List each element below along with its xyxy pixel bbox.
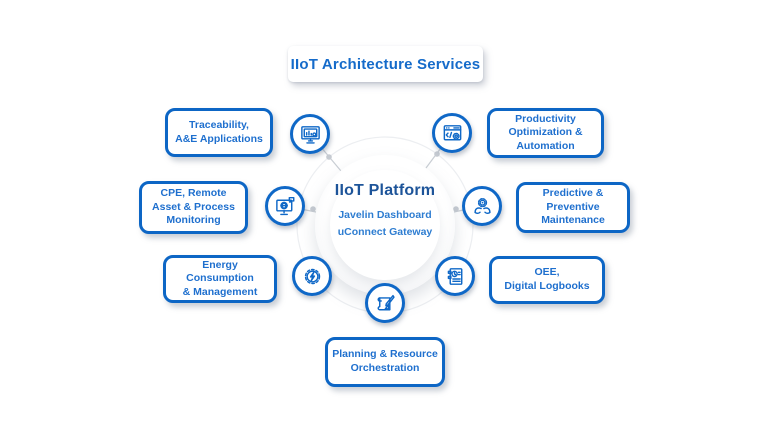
cpe-node [265,186,305,226]
platform-text: IIoT Platform Javelin Dashboard uConnect… [305,182,465,241]
predictive-box: Predictive & Preventive Maintenance [516,182,630,233]
gear-bolt-icon [301,265,324,288]
planning-box: Planning & Resource Orchestration [325,337,445,387]
traceability-node [290,114,330,154]
logbook-clock-icon [444,265,467,288]
monitor-globe-chat-icon [274,195,297,218]
page-title: IIoT Architecture Services [288,46,483,82]
browser-code-gear-icon [441,122,464,145]
oee-box: OEE, Digital Logbooks [489,256,605,304]
oee-node [435,256,475,296]
platform-subtitle-dashboard: Javelin Dashboard [338,209,432,221]
hands-gear-icon [471,195,494,218]
energy-box: Energy Consumption & Management [163,255,277,303]
planning-node [365,283,405,323]
energy-node [292,256,332,296]
platform-subtitle-gateway: uConnect Gateway [337,226,433,238]
traceability-box: Traceability, A&E Applications [165,108,273,157]
blueprint-pencil-icon [374,292,397,315]
platform-title: IIoT Platform [334,182,436,199]
cpe-box: CPE, Remote Asset & Process Monitoring [139,181,248,234]
productivity-node [432,113,472,153]
predictive-node [462,186,502,226]
monitor-dashboard-icon [299,123,322,146]
platform-circle-inner [330,170,440,280]
productivity-box: Productivity Optimization & Automation [487,108,604,158]
